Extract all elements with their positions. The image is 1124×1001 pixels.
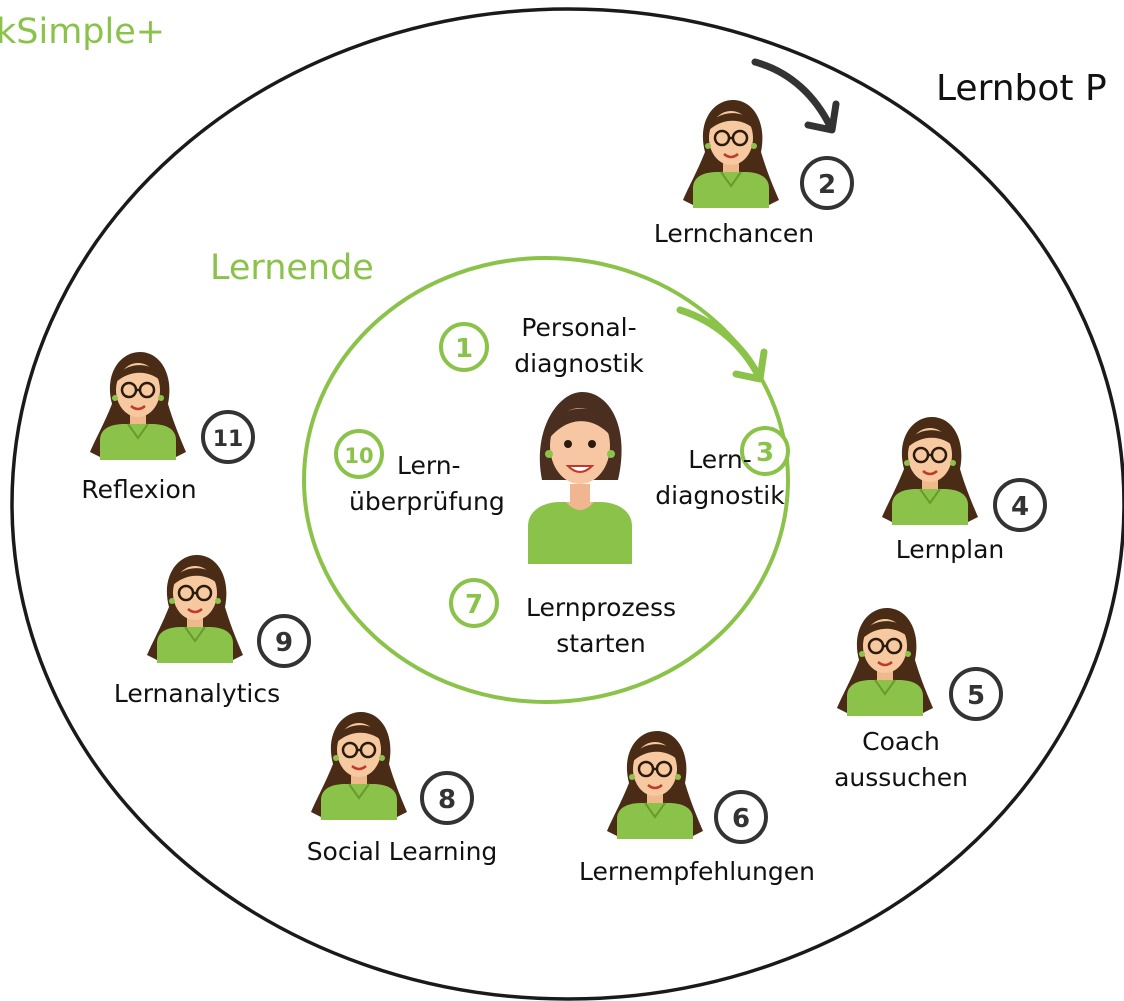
woman-avatar-icon: [880, 415, 980, 527]
step-badge: 5: [949, 667, 1003, 721]
woman-avatar-icon: [835, 606, 935, 718]
step-label-lernanalytics: Lernanalytics: [113, 679, 281, 708]
woman-avatar-icon: [88, 350, 188, 462]
inner-ring: [302, 256, 790, 704]
step-badge: 10: [334, 429, 384, 479]
step-label-ueberpruefung: überprüfung: [349, 487, 505, 516]
brand-text: kSimple+: [0, 12, 166, 52]
step-label-personaldiagnostik: Personal- diagnostik: [514, 313, 644, 378]
step-badge: 7: [449, 578, 499, 628]
step-badge: 6: [714, 790, 768, 844]
curved-arrow-icon: [751, 58, 840, 134]
step-badge: 2: [800, 156, 854, 210]
step-label-lernchancen: Lernchancen: [653, 219, 815, 248]
step-number: 2: [818, 170, 836, 200]
step-number: 1: [455, 334, 473, 364]
step-label-lernplan: Lernplan: [895, 535, 1005, 564]
step-number: 6: [732, 804, 750, 834]
step-label-lern: Lern-: [397, 451, 461, 480]
curved-arrow-icon: [676, 306, 768, 383]
step-badge: 1: [439, 322, 489, 372]
step-number: 8: [438, 785, 456, 815]
step-number: 4: [1011, 492, 1029, 522]
step-badge: 4: [993, 478, 1047, 532]
woman-avatar-icon: [681, 98, 781, 210]
step-label-lernempfehlungen: Lernempfehlungen: [579, 857, 815, 886]
woman-avatar-icon: [309, 710, 409, 822]
step-number: 7: [465, 590, 483, 620]
step-number: 11: [213, 427, 244, 452]
step-label-lerndiagnostik: Lern- diagnostik: [655, 445, 785, 510]
step-number: 10: [344, 444, 373, 468]
outer-ring: [10, 7, 1124, 1001]
step-badge: 3: [740, 426, 790, 476]
step-badge: 11: [201, 410, 255, 464]
step-label-reflexion: Reflexion: [81, 475, 197, 504]
step-label-coach-aussuchen: Coach aussuchen: [834, 727, 968, 792]
inner-title: Lernende: [210, 248, 374, 288]
step-badge: 9: [257, 614, 311, 668]
woman-avatar-icon: [145, 553, 245, 665]
learner-avatar-icon: [527, 391, 633, 565]
step-label-lernprozess-starten: Lernprozess starten: [526, 593, 676, 658]
step-number: 3: [756, 438, 774, 468]
outer-title: Lernbot P: [936, 68, 1107, 109]
step-number: 5: [967, 681, 985, 711]
step-number: 9: [275, 628, 293, 658]
step-badge: 8: [420, 771, 474, 825]
woman-avatar-icon: [605, 729, 705, 841]
step-label-social-learning: Social Learning: [306, 837, 498, 866]
